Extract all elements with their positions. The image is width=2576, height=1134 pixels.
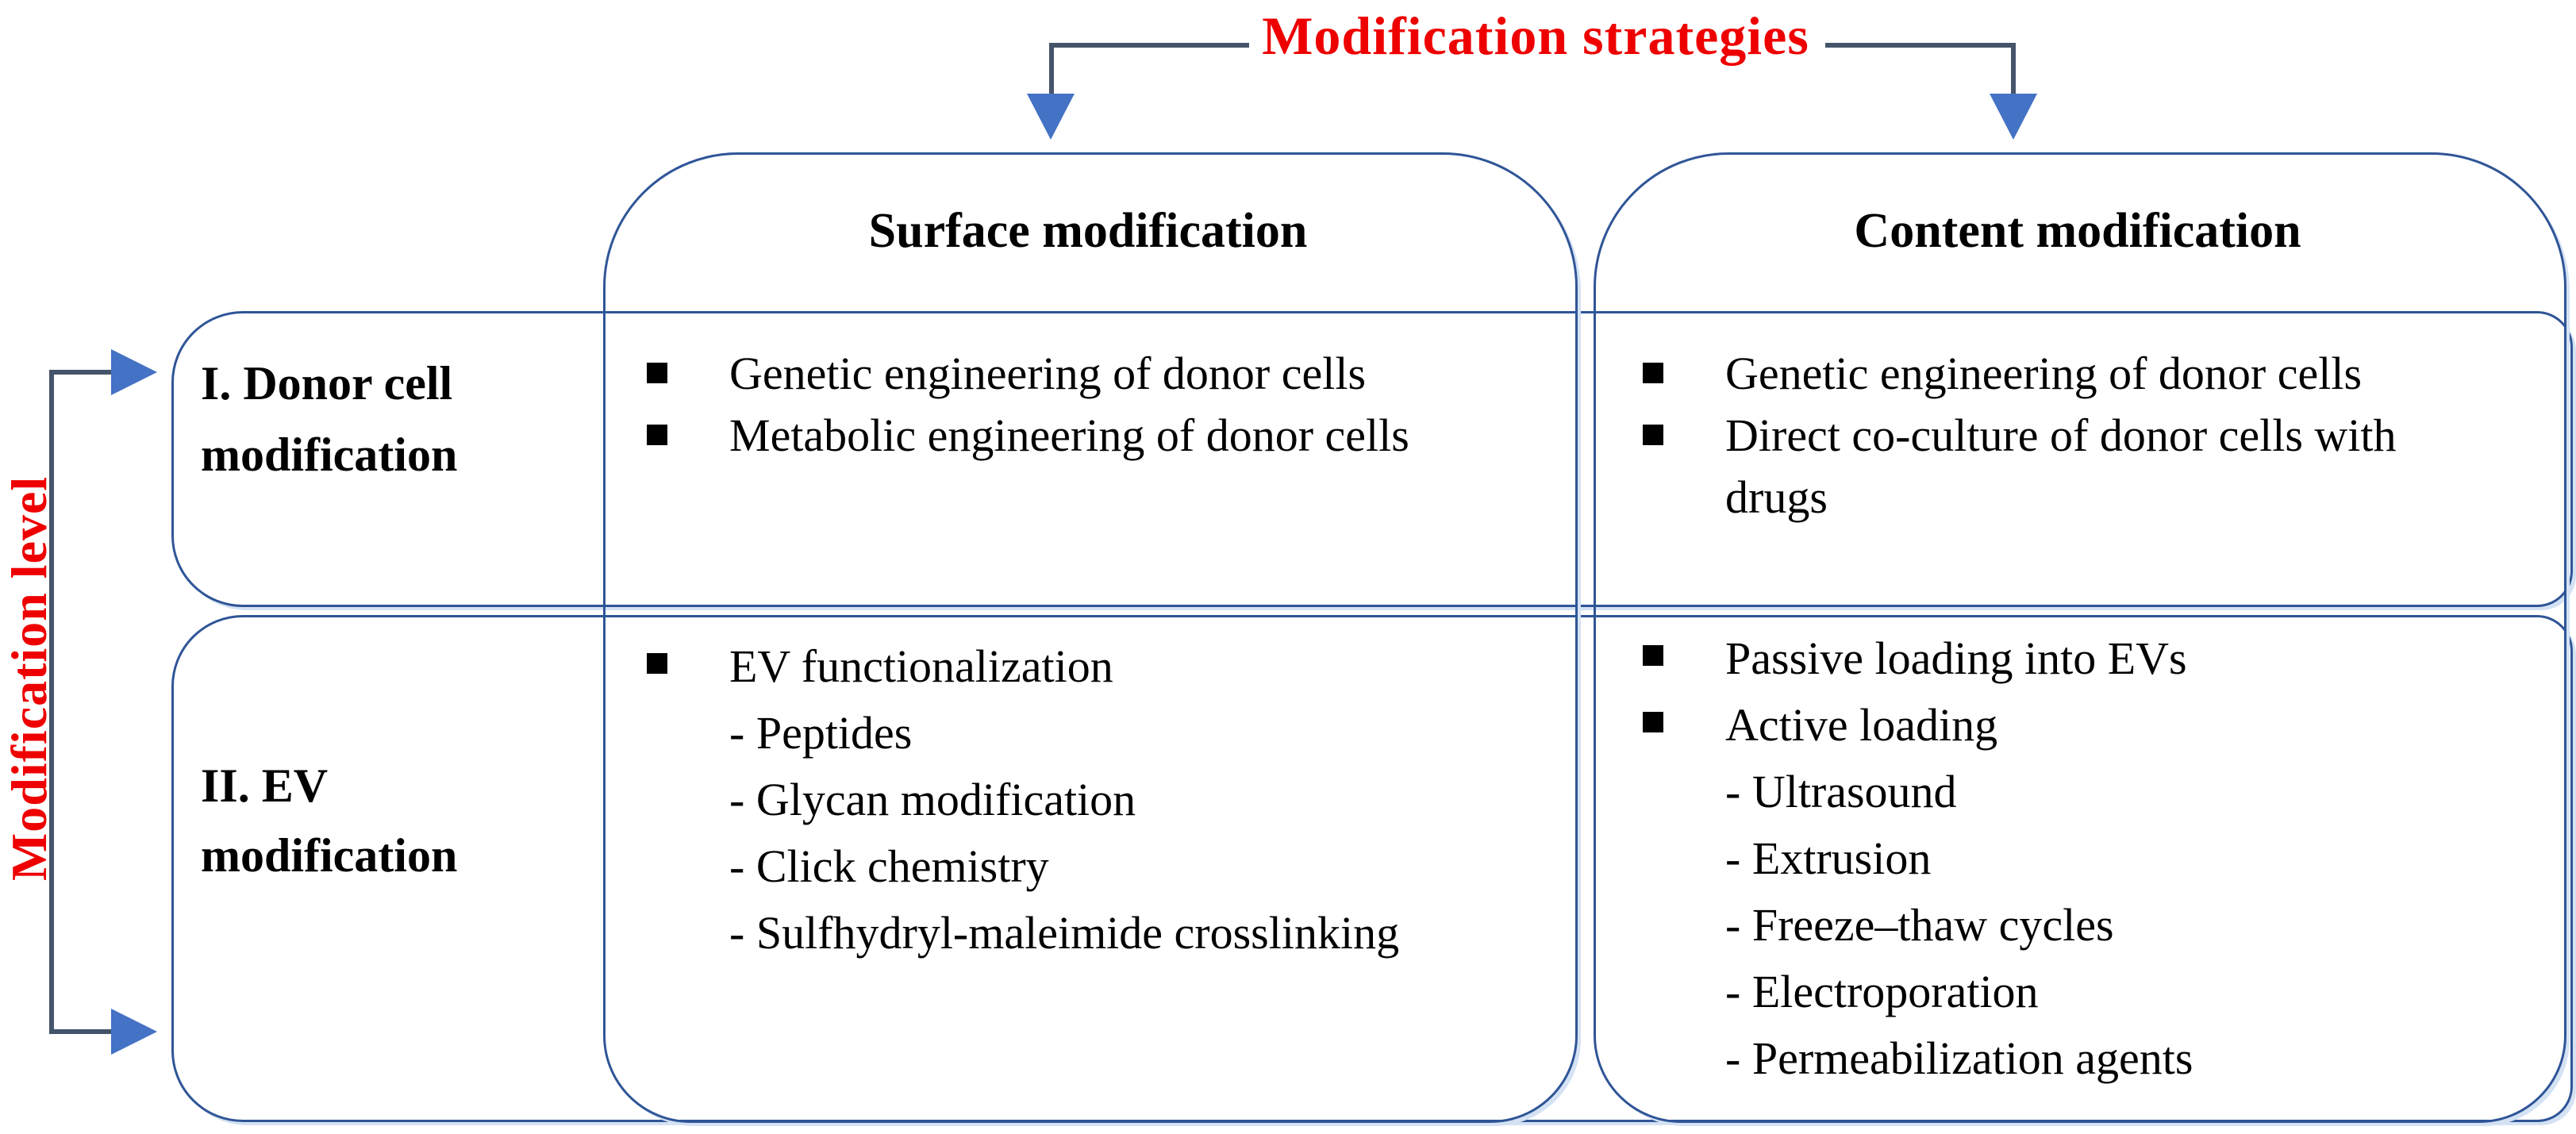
list-item: drugs bbox=[1725, 471, 1828, 523]
row-header-line: modification bbox=[201, 429, 458, 481]
list-item-text: Metabolic engineering of donor cells bbox=[729, 409, 1409, 461]
donor-cell-row-header: I. Donor cell modification bbox=[201, 348, 582, 490]
square-bullet-icon bbox=[647, 363, 667, 383]
arrow-down-icon bbox=[1990, 94, 2037, 140]
square-bullet-icon bbox=[647, 425, 667, 445]
arrow-right-icon bbox=[111, 1009, 157, 1055]
content-modification-column-box bbox=[1594, 152, 2566, 1123]
side-axis-label: Modification level bbox=[1, 475, 57, 882]
surface-modification-column-box bbox=[603, 152, 1578, 1123]
ev-row-header: II. EV modification bbox=[201, 751, 582, 890]
list-item: Active loading bbox=[1643, 692, 2559, 759]
list-item: - Permeabilization agents bbox=[1725, 1032, 2193, 1084]
list-item-text: Genetic engineering of donor cells bbox=[1725, 348, 2363, 399]
list-item: - Sulfhydryl-maleimide crosslinking bbox=[729, 907, 1400, 959]
list-item: - Extrusion bbox=[1725, 832, 1932, 884]
list-item-text: Passive loading into EVs bbox=[1725, 632, 2187, 684]
arrow-right-icon bbox=[111, 349, 157, 395]
list-item: Metabolic engineering of donor cells bbox=[647, 405, 1575, 467]
bracket-line bbox=[49, 370, 54, 1034]
list-item: - Click chemistry bbox=[729, 840, 1049, 892]
bracket-line bbox=[49, 370, 113, 375]
list-item: - Peptides bbox=[729, 707, 913, 759]
content-column-header: Content modification bbox=[1854, 204, 2301, 258]
square-bullet-icon bbox=[1643, 425, 1663, 445]
list-item: Passive loading into EVs bbox=[1643, 625, 2559, 692]
list-item: Genetic engineering of donor cells bbox=[1643, 343, 2559, 405]
list-item-text: Direct co-culture of donor cells with bbox=[1725, 409, 2397, 461]
row-header-line: modification bbox=[201, 829, 458, 882]
list-item-text: Genetic engineering of donor cells bbox=[729, 348, 1367, 399]
list-item-text: EV functionalization bbox=[729, 640, 1113, 692]
arrow-down-icon bbox=[1027, 94, 1075, 140]
bracket-line bbox=[49, 1029, 113, 1034]
donor-cell-row-box bbox=[171, 311, 2573, 607]
square-bullet-icon bbox=[1643, 645, 1663, 666]
row-header-line: I. Donor cell bbox=[201, 357, 453, 409]
list-item: - Electroporation bbox=[1725, 966, 2039, 1017]
cell-ev-surface: EV functionalization - Peptides - Glycan m… bbox=[647, 633, 1575, 967]
diagram-title: Modification strategies bbox=[1262, 6, 1809, 66]
list-item: - Glycan modification bbox=[729, 774, 1136, 825]
connector-line bbox=[2011, 43, 2016, 95]
list-item: Direct co-culture of donor cells with bbox=[1643, 405, 2559, 467]
square-bullet-icon bbox=[1643, 363, 1663, 383]
list-item: - Freeze–thaw cycles bbox=[1725, 899, 2114, 951]
row-header-line: II. EV bbox=[201, 759, 329, 812]
list-item-text: Active loading bbox=[1725, 699, 1998, 751]
connector-line bbox=[1049, 43, 1249, 48]
list-item: EV functionalization bbox=[647, 633, 1575, 700]
connector-line bbox=[1049, 43, 1054, 95]
list-item: - Ultrasound bbox=[1725, 766, 1957, 817]
connector-line bbox=[1825, 43, 2016, 48]
square-bullet-icon bbox=[647, 653, 667, 674]
surface-column-header: Surface modification bbox=[868, 204, 1308, 258]
square-bullet-icon bbox=[1643, 712, 1663, 732]
list-item: Genetic engineering of donor cells bbox=[647, 343, 1575, 405]
